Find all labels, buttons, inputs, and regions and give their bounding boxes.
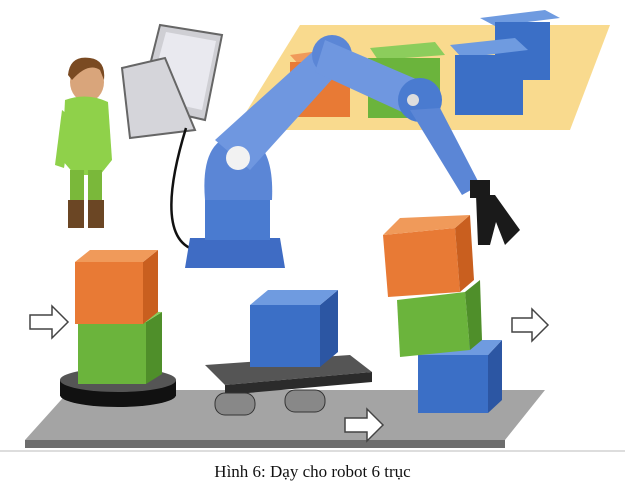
cube-icon — [75, 250, 162, 384]
arrow-right-icon — [29, 304, 70, 340]
person-icon — [55, 57, 112, 228]
robot-arm-icon — [185, 35, 520, 268]
arrow-right-icon — [511, 307, 550, 343]
cube-icon — [383, 215, 502, 413]
figure-caption: Hình 6: Dạy cho robot 6 trục — [214, 462, 411, 481]
cube-icon — [250, 290, 338, 367]
laptop-icon — [120, 23, 224, 252]
arrow-right-icon — [344, 407, 385, 443]
